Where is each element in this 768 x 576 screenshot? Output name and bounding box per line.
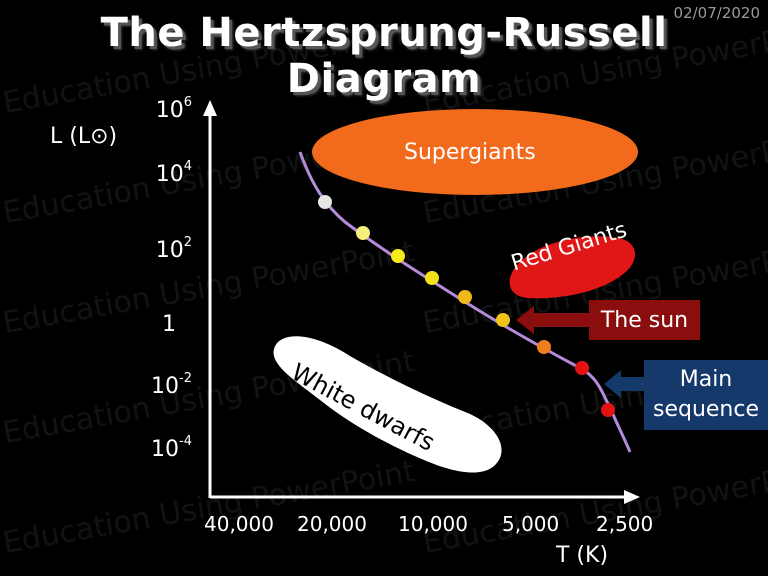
x-axis-label: T (K) xyxy=(556,543,609,568)
red-giants-region xyxy=(509,236,636,299)
white-dwarfs-region xyxy=(273,336,502,473)
star-dot xyxy=(496,313,510,327)
y-tick: 106 xyxy=(155,95,192,123)
main-sequence-stars xyxy=(318,195,615,417)
y-tick: 1 xyxy=(162,312,176,337)
y-tick: 10-4 xyxy=(151,434,192,462)
star-dot xyxy=(575,361,589,375)
x-axis-arrow xyxy=(624,490,640,504)
y-tick: 104 xyxy=(155,159,192,187)
star-dot xyxy=(458,290,472,304)
supergiants-label: Supergiants xyxy=(404,140,536,165)
x-tick: 40,000 xyxy=(204,512,274,536)
y-axis-arrow xyxy=(203,100,217,116)
star-dot xyxy=(356,226,370,240)
star-dot xyxy=(391,249,405,263)
slide-date: 02/07/2020 xyxy=(673,4,760,22)
sun-arrow-head xyxy=(516,306,534,334)
y-tick: 10-2 xyxy=(151,371,192,399)
x-tick: 10,000 xyxy=(398,512,468,536)
slide-title: The Hertzsprung-Russell Diagram xyxy=(100,10,668,102)
x-tick: 2,500 xyxy=(596,512,654,536)
star-dot xyxy=(318,195,332,209)
star-dot xyxy=(601,403,615,417)
y-tick: 102 xyxy=(155,235,192,263)
x-tick: 20,000 xyxy=(297,512,367,536)
supergiants-region xyxy=(312,109,638,195)
star-dot xyxy=(425,271,439,285)
main-sequence-arrow-head xyxy=(604,370,621,398)
x-tick: 5,000 xyxy=(502,512,560,536)
main-sequence-callout: Main sequence xyxy=(644,360,768,430)
y-axis-label: L (L⊙) xyxy=(50,124,118,149)
star-dot xyxy=(537,340,551,354)
sun-callout: The sun xyxy=(589,300,700,340)
